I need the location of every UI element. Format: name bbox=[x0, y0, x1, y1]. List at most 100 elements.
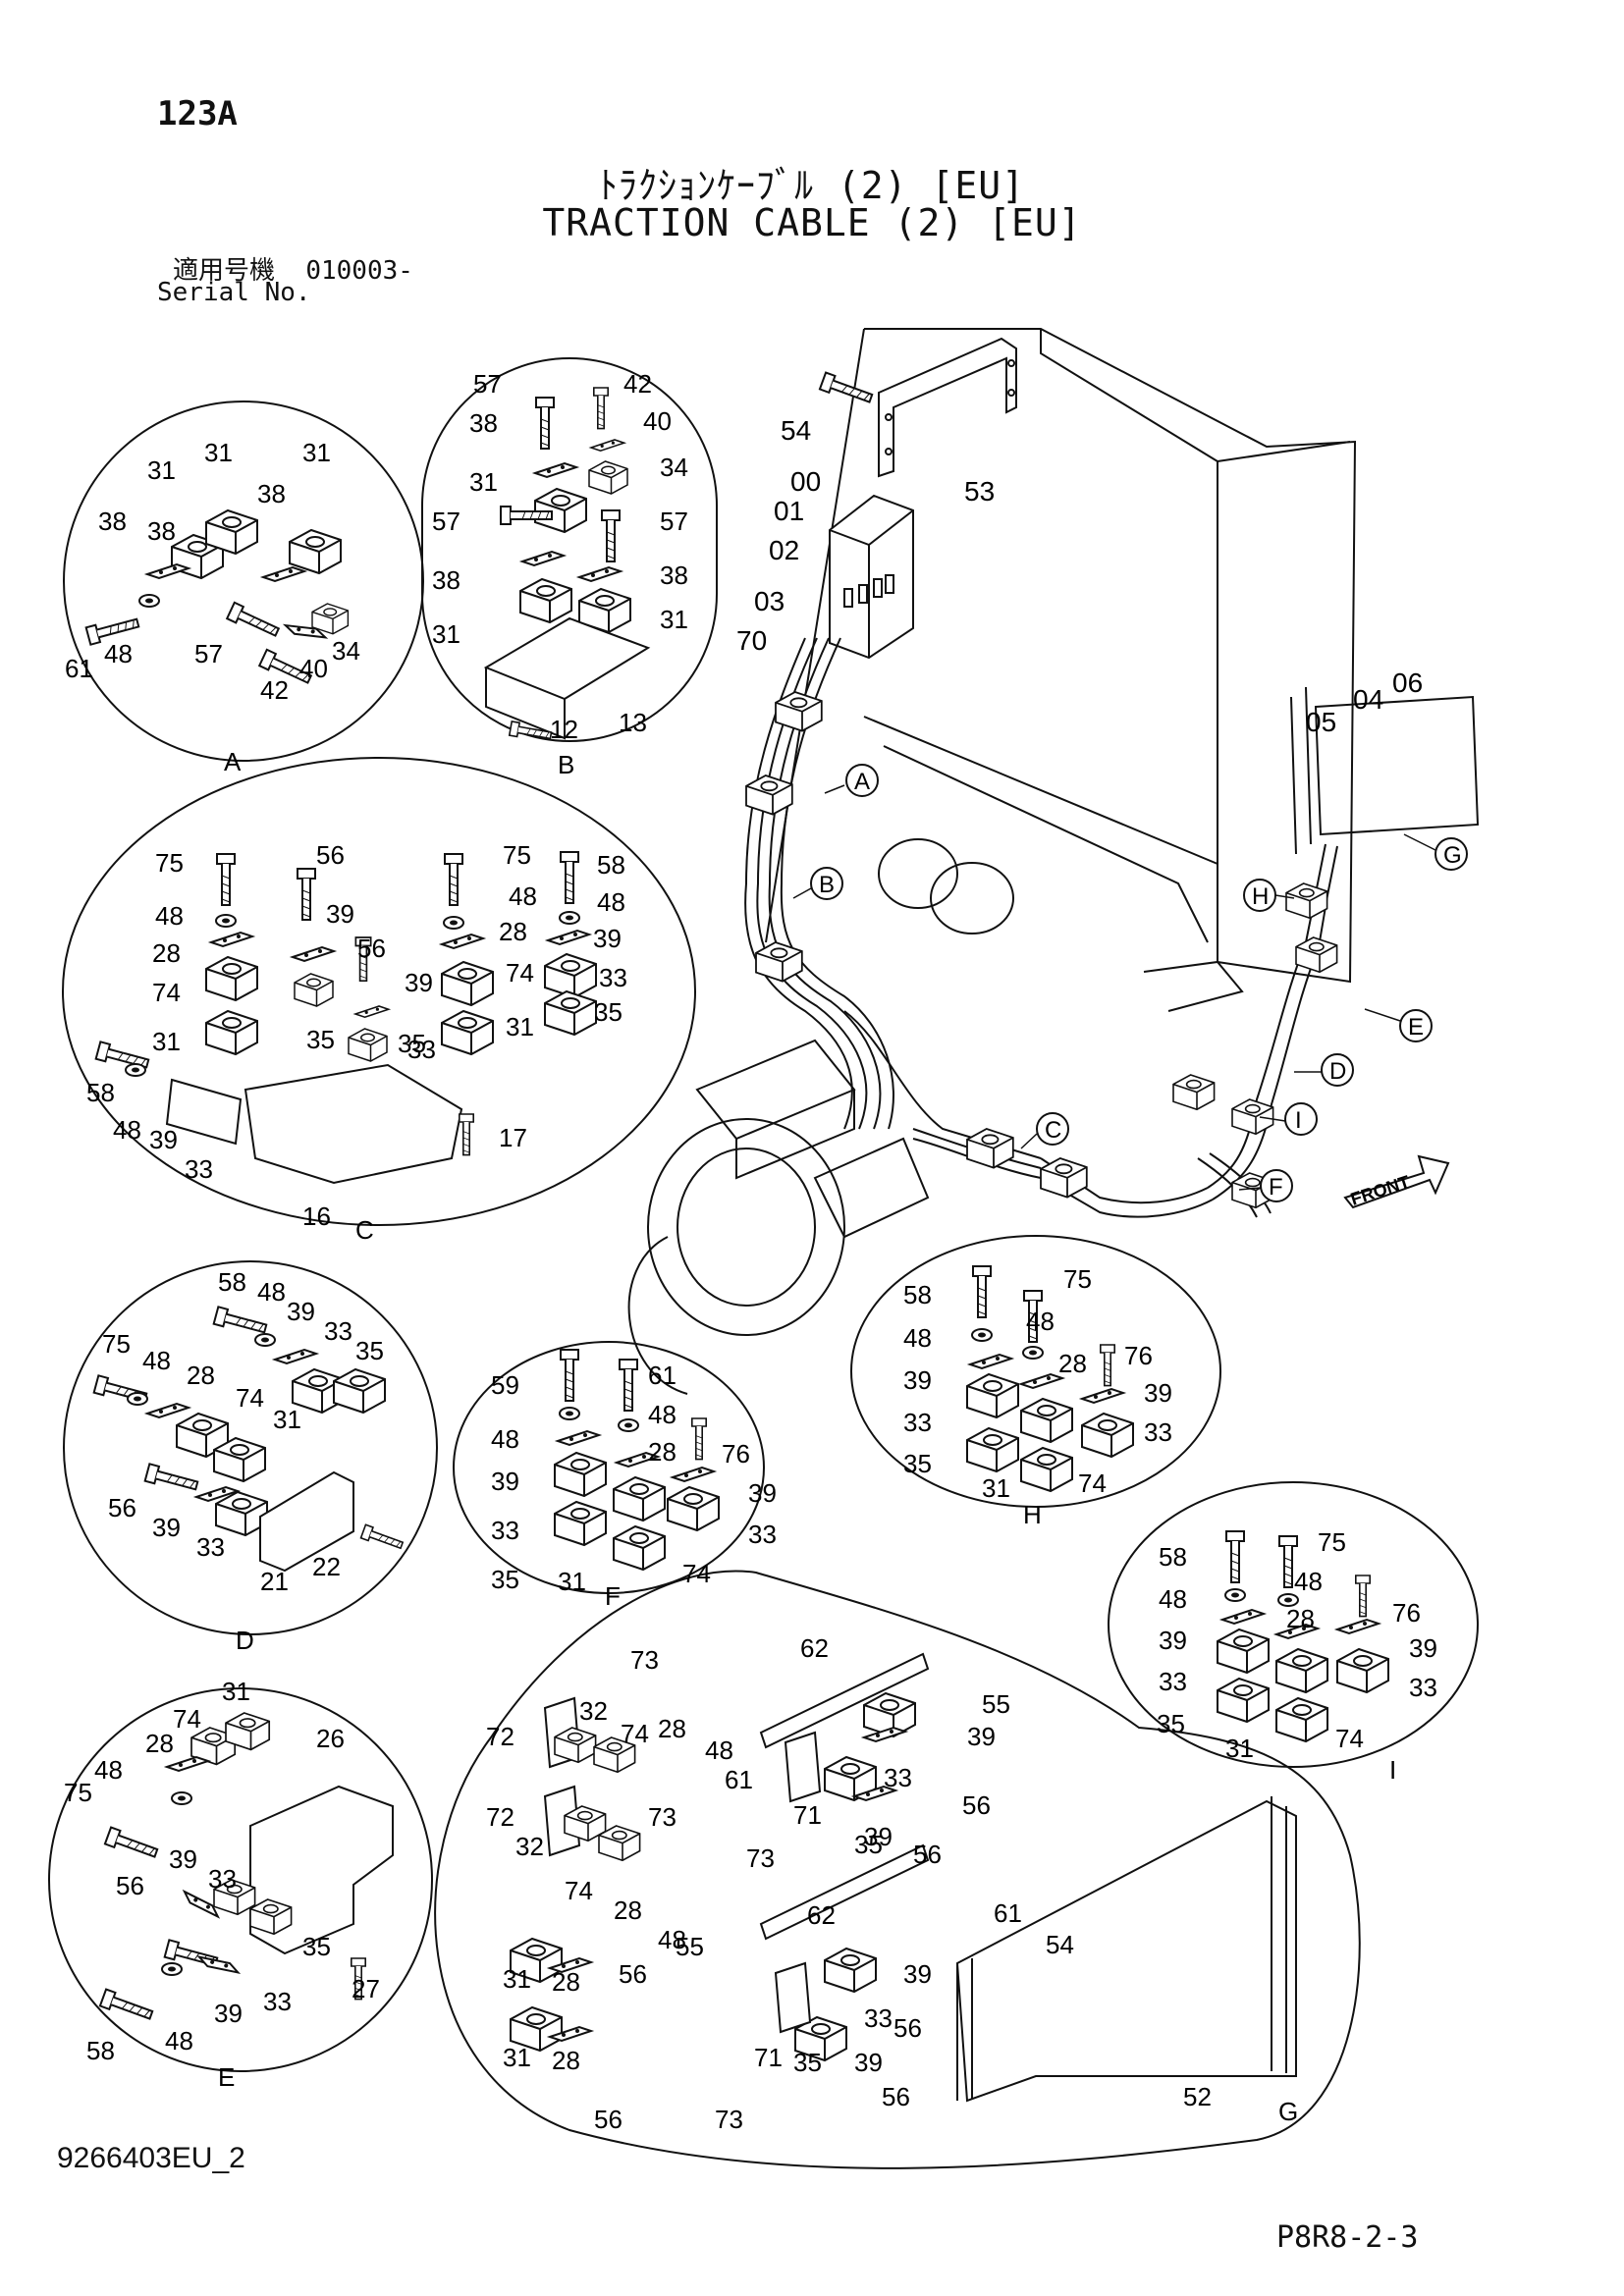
serial-label: Serial No. bbox=[157, 278, 311, 307]
part-number-label: 35 bbox=[398, 1029, 426, 1058]
part-number-label: 28 bbox=[499, 917, 527, 946]
part-number-label: 39 bbox=[967, 1722, 996, 1751]
part-number-label: 56 bbox=[619, 1959, 647, 1989]
detail-F-outline bbox=[453, 1341, 765, 1594]
part-number-label: 31 bbox=[273, 1405, 301, 1434]
part-number-label: 55 bbox=[676, 1932, 704, 1961]
detail-callout-label: C bbox=[355, 1215, 374, 1245]
part-number-label: 58 bbox=[597, 850, 625, 880]
part-number-label: 57 bbox=[473, 369, 502, 399]
part-number-label: 56 bbox=[962, 1790, 991, 1820]
part-number-label: 31 bbox=[222, 1677, 250, 1706]
part-number-label: 05 bbox=[1306, 707, 1336, 737]
part-number-label: 70 bbox=[736, 625, 767, 656]
cable-bundle bbox=[744, 637, 1338, 1218]
part-number-label: 40 bbox=[299, 654, 328, 683]
part-number-label: 33 bbox=[599, 963, 627, 992]
part-number-label: 74 bbox=[621, 1719, 649, 1748]
detail-D-outline bbox=[63, 1260, 438, 1635]
part-number-label: 38 bbox=[660, 561, 688, 590]
page-reference: P8R8-2-3 bbox=[1276, 2220, 1419, 2255]
part-number-label: 39 bbox=[149, 1125, 178, 1154]
part-number-label: 39 bbox=[864, 1822, 893, 1851]
part-number-label: 74 bbox=[565, 1876, 593, 1905]
part-number-label: 53 bbox=[964, 476, 995, 507]
part-number-label: 39 bbox=[169, 1844, 197, 1874]
part-number-label: 33 bbox=[1409, 1673, 1437, 1702]
detail-callout-label: G bbox=[1278, 2097, 1298, 2126]
detail-B-outline bbox=[421, 357, 718, 742]
part-number-label: 33 bbox=[748, 1520, 777, 1549]
part-number-label: 33 bbox=[407, 1035, 436, 1064]
part-number-label: 06 bbox=[1392, 667, 1423, 698]
part-number-label: 38 bbox=[257, 479, 286, 508]
part-number-label: 00 bbox=[790, 466, 821, 497]
part-number-label: 31 bbox=[469, 467, 498, 497]
part-number-label: 33 bbox=[196, 1532, 225, 1562]
serial-label-japanese: 適用号機 bbox=[173, 256, 276, 286]
part-number-label: 48 bbox=[104, 639, 133, 668]
detail-G-outline bbox=[434, 1570, 1361, 2169]
part-number-label: 04 bbox=[1353, 684, 1383, 715]
part-number-label: 52 bbox=[1183, 2082, 1212, 2111]
detail-callout-label: F bbox=[605, 1581, 621, 1611]
part-number-label: 56 bbox=[882, 2082, 910, 2111]
part-number-label: 33 bbox=[903, 1408, 932, 1437]
part-number-label: 35 bbox=[793, 2048, 822, 2077]
part-number-label: 35 bbox=[854, 1830, 883, 1859]
detail-H-parts bbox=[966, 1265, 1134, 1492]
bracket-53 bbox=[878, 337, 1017, 478]
part-number-label: 48 bbox=[705, 1735, 733, 1765]
part-number-label: 38 bbox=[432, 565, 460, 595]
part-number-label: 56 bbox=[913, 1840, 942, 1869]
part-number-label: 28 bbox=[614, 1896, 642, 1925]
part-number-label: 34 bbox=[332, 636, 360, 666]
part-number-label: 56 bbox=[594, 2105, 623, 2134]
part-number-label: 39 bbox=[593, 924, 622, 953]
part-number-label: 33 bbox=[263, 1987, 292, 2016]
part-number-label: 56 bbox=[893, 2013, 922, 2043]
part-number-label: 35 bbox=[306, 1025, 335, 1054]
part-number-label: 38 bbox=[469, 408, 498, 438]
part-number-label: 31 bbox=[152, 1027, 181, 1056]
part-number-label: 59 bbox=[491, 1370, 519, 1400]
part-number-label: 48 bbox=[648, 1400, 677, 1429]
part-number-label: 31 bbox=[432, 619, 460, 649]
callout-circle-label: G bbox=[1443, 842, 1462, 869]
part-number-label: 39 bbox=[854, 2048, 883, 2077]
part-number-label: 35 bbox=[1157, 1709, 1185, 1738]
detail-callout-label: B bbox=[558, 750, 574, 779]
part-number-label: 28 bbox=[552, 2046, 580, 2075]
part-number-label: 33 bbox=[324, 1316, 352, 1346]
part-number-label: 31 bbox=[506, 1012, 534, 1041]
part-number-label: 31 bbox=[302, 438, 331, 467]
part-number-label: 48 bbox=[509, 881, 537, 911]
part-number-label: 58 bbox=[218, 1267, 246, 1297]
part-number-label: 40 bbox=[643, 406, 672, 436]
part-number-label: 28 bbox=[145, 1729, 174, 1758]
part-number-label: 75 bbox=[155, 848, 184, 878]
part-number-label: 35 bbox=[302, 1932, 331, 1961]
part-number-label: 39 bbox=[214, 1999, 243, 2028]
part-number-label: 76 bbox=[1124, 1341, 1153, 1370]
drawing-number: 9266403EU_2 bbox=[57, 2142, 245, 2174]
detail-C-outline bbox=[62, 757, 696, 1226]
part-number-label: 33 bbox=[1144, 1417, 1172, 1447]
part-number-label: 61 bbox=[994, 1898, 1022, 1928]
part-number-label: 73 bbox=[648, 1802, 677, 1832]
callout-circle-label: E bbox=[1408, 1014, 1424, 1041]
machine-body bbox=[627, 328, 1480, 1395]
serial-line: 適用号機 010003- bbox=[173, 250, 413, 287]
part-number-label: 39 bbox=[326, 899, 354, 929]
part-number-label: 74 bbox=[236, 1383, 264, 1413]
part-number-label: 73 bbox=[715, 2105, 743, 2134]
part-number-label: 72 bbox=[486, 1802, 514, 1832]
part-number-label: 74 bbox=[1335, 1724, 1364, 1753]
callout-circle-label: F bbox=[1269, 1174, 1283, 1201]
part-number-label: 35 bbox=[355, 1336, 384, 1365]
part-number-label: 33 bbox=[208, 1864, 237, 1894]
part-number-label: 21 bbox=[260, 1567, 289, 1596]
detail-D-parts bbox=[92, 1306, 406, 1573]
callout-circle-label: I bbox=[1295, 1107, 1302, 1134]
